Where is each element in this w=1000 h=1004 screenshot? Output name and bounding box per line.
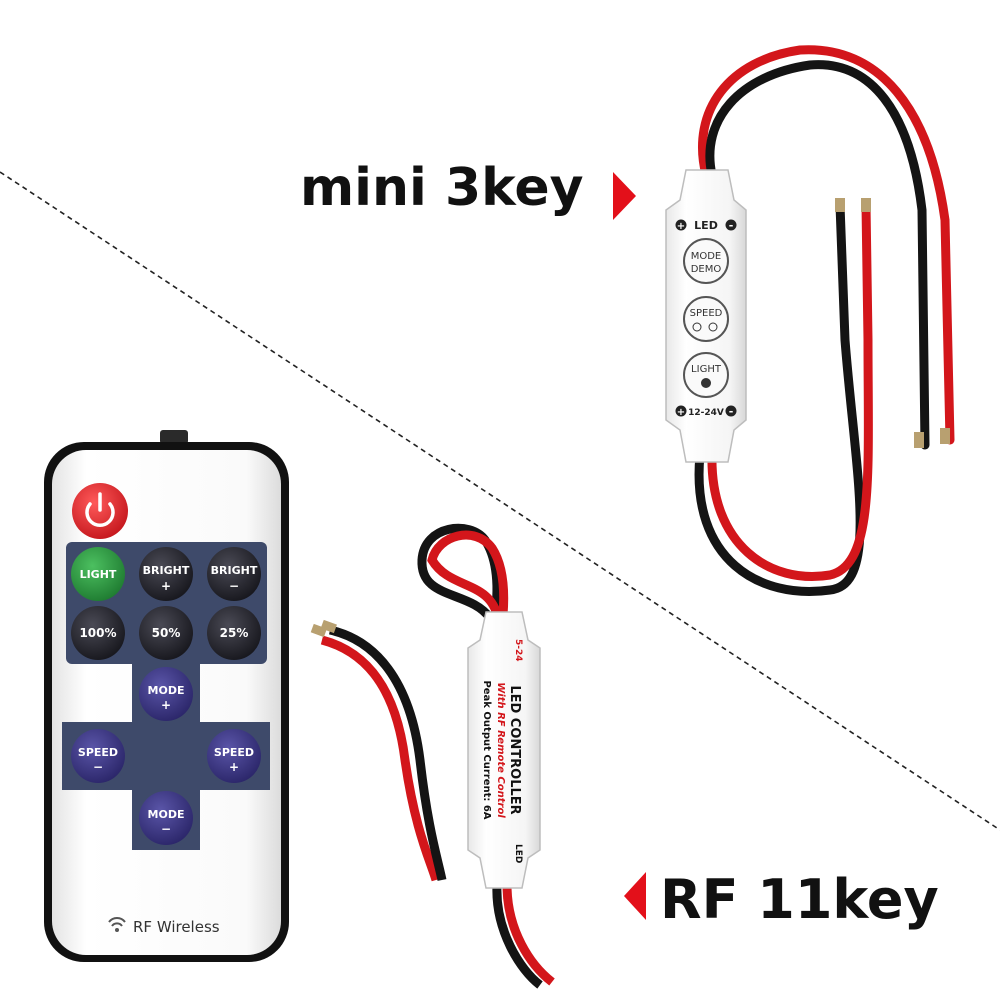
remote-button-mode-up[interactable]: MODE + — [139, 667, 193, 721]
rf-case-line2: With RF Remote Control — [495, 682, 506, 818]
wire-red — [698, 45, 955, 445]
mini-button-mode-line2: DEMO — [691, 264, 722, 275]
remote-button-speed-down-line2: − — [93, 760, 103, 774]
rf-case — [467, 611, 541, 889]
remote-button-bright-down[interactable]: BRIGHT − — [207, 547, 261, 601]
mini-bottom-plus: + — [677, 407, 685, 418]
mini-button-light[interactable]: LIGHT — [683, 352, 729, 398]
arrow-right-icon — [613, 172, 636, 220]
remote-button-light[interactable]: LIGHT — [71, 547, 125, 601]
wifi-icon — [108, 917, 126, 932]
rf-case-end-bottom: LED — [513, 844, 523, 863]
remote-button-speed-up-line1: SPEED — [214, 746, 254, 759]
remote-button-speed-up-line2: + — [229, 760, 239, 774]
remote-button-25[interactable]: 25% — [207, 606, 261, 660]
rf-wire-red-left — [320, 635, 441, 882]
rf-wire-red-loop — [427, 530, 509, 620]
remote-button-mode-up-line2: + — [161, 698, 171, 712]
power-icon — [85, 492, 115, 528]
mini-bottom-label: 12-24V — [688, 408, 724, 418]
mini-controller-group: + LED - MODE DEMO SPEED LIGHT + 12-24V - — [665, 45, 955, 596]
divider-line — [0, 171, 1000, 831]
mini-button-light-line1: LIGHT — [691, 364, 722, 375]
power-button[interactable] — [72, 483, 128, 539]
remote-cross-panel — [62, 664, 270, 850]
rf-wire-black-loop — [417, 523, 502, 621]
remote-button-bright-up-line1: BRIGHT — [143, 564, 190, 577]
rf-wire-black-bottom — [492, 884, 543, 989]
remote-button-bright-up-line2: + — [161, 579, 171, 593]
arrow-left-icon — [624, 872, 646, 920]
rf-controller-group: 5-24 LED CONTROLLER With RF Remote Contr… — [310, 523, 555, 989]
mini-button-mode[interactable]: MODE DEMO — [683, 238, 729, 284]
mini-button-mode-line1: MODE — [691, 251, 722, 262]
wire-black-bottom — [694, 200, 865, 596]
mini-3key-label: mini 3key — [300, 158, 584, 218]
remote-button-bright-down-line2: − — [229, 579, 239, 593]
mini-button-speed-line1: SPEED — [690, 308, 723, 319]
rf-case-line1: LED CONTROLLER — [507, 685, 522, 814]
remote-button-25-label: 25% — [220, 626, 249, 640]
mini-top-minus: - — [729, 219, 734, 232]
wire-red-bottom — [707, 200, 873, 581]
remote-button-speed-up[interactable]: SPEED + — [207, 729, 261, 783]
remote-button-mode-down[interactable]: MODE − — [139, 791, 193, 845]
remote-button-100[interactable]: 100% — [71, 606, 125, 660]
mini-top-label: LED — [694, 219, 718, 232]
sun-icon — [692, 322, 702, 332]
rf-wire-black-left — [328, 625, 447, 881]
remote-button-50[interactable]: 50% — [139, 606, 193, 660]
remote-button-speed-down-line1: SPEED — [78, 746, 118, 759]
remote-button-mode-up-line1: MODE — [148, 684, 185, 697]
mini-top-plus: + — [677, 221, 685, 232]
remote-button-bright-up[interactable]: BRIGHT + — [139, 547, 193, 601]
remote-brand-label: RF Wireless — [133, 918, 220, 936]
mini-button-speed[interactable]: SPEED — [683, 296, 729, 342]
rf-case-line3: Peak Output Current: 6A — [481, 680, 492, 819]
rf-11key-label: RF 11key — [660, 868, 939, 931]
mini-bottom-minus: - — [729, 405, 734, 418]
remote-control: LIGHT BRIGHT + BRIGHT − 100% 50% 25% M — [44, 430, 289, 962]
remote-button-100-label: 100% — [79, 626, 116, 640]
rf-wire-red-bottom — [502, 884, 555, 986]
brightness-icon — [701, 378, 711, 388]
remote-button-light-label: LIGHT — [80, 568, 117, 581]
rf-case-end-top: 5-24 — [513, 639, 523, 662]
remote-button-bright-down-line1: BRIGHT — [211, 564, 258, 577]
remote-button-mode-down-line1: MODE — [148, 808, 185, 821]
remote-button-50-label: 50% — [152, 626, 181, 640]
wire-black — [705, 60, 930, 450]
power-small-icon — [708, 322, 718, 332]
remote-button-mode-down-line2: − — [161, 822, 171, 836]
remote-button-speed-down[interactable]: SPEED − — [71, 729, 125, 783]
